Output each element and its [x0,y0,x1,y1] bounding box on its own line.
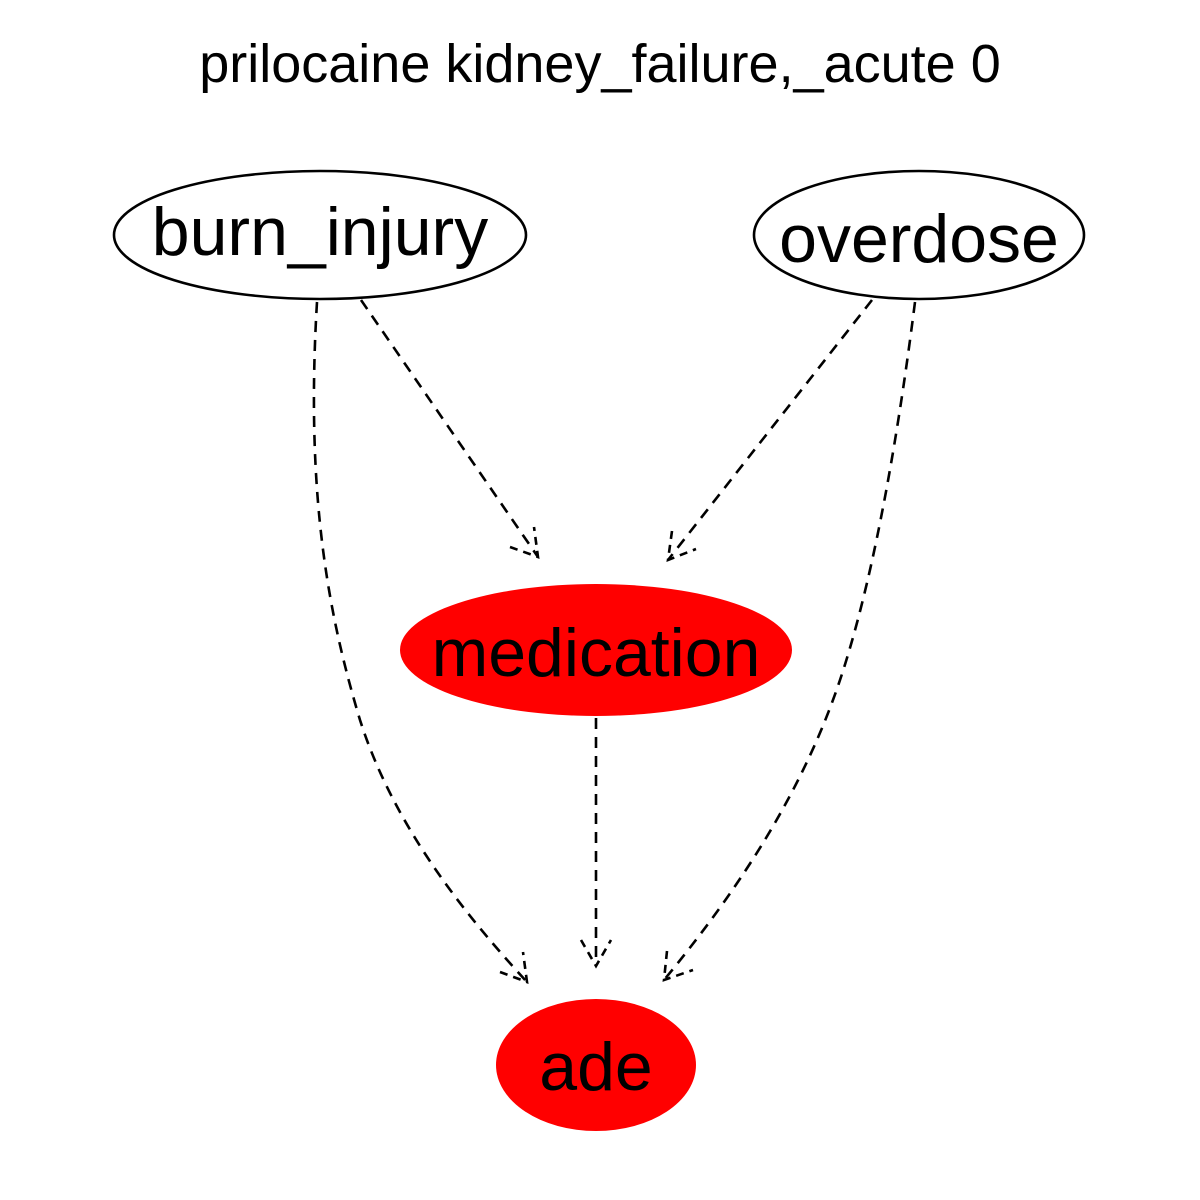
edge-burn-injury-to-medication [359,299,540,559]
edges-group [312,299,917,984]
edge-medication-to-ade [579,718,613,969]
node-medication-label: medication [432,615,761,691]
node-ade-label: ade [539,1029,652,1105]
edge-burn-injury-to-ade [312,301,529,984]
edge-overdose-to-ade [662,301,917,982]
node-burn-injury: burn_injury [112,169,528,301]
edge-overdose-to-medication [666,299,874,563]
node-overdose-label: overdose [779,201,1059,277]
node-overdose: overdose [752,169,1086,301]
node-ade: ade [496,999,696,1131]
node-medication: medication [400,584,792,716]
diagram-title: prilocaine kidney_failure,_acute 0 [199,34,1001,94]
node-burn-injury-label: burn_injury [152,194,488,270]
